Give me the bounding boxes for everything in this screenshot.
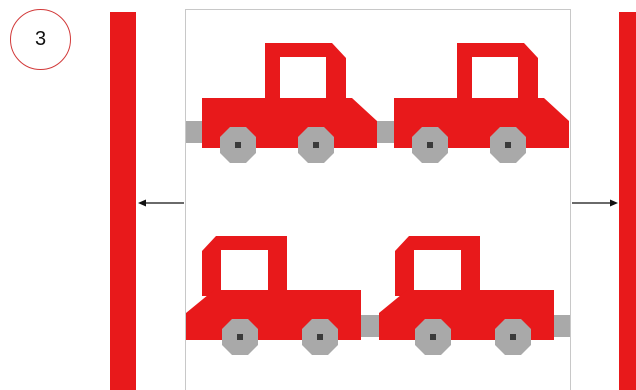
top-middle-bar xyxy=(377,121,394,143)
bottom-middle-bar xyxy=(361,315,379,337)
bottom-right-bar xyxy=(554,315,571,337)
top-car-1 xyxy=(202,43,377,163)
step-number: 3 xyxy=(35,28,46,51)
top-left-bar xyxy=(186,121,202,143)
right-arrow xyxy=(572,197,618,209)
step-number-badge: 3 xyxy=(10,9,71,70)
bottom-car-1 xyxy=(186,236,361,355)
right-red-strip xyxy=(619,12,636,390)
cars-illustration xyxy=(186,10,571,390)
quilt-block-panel xyxy=(185,9,571,390)
left-red-strip xyxy=(110,12,136,390)
top-car-2 xyxy=(394,43,569,163)
left-arrow xyxy=(138,197,184,209)
bottom-car-2 xyxy=(379,236,554,355)
